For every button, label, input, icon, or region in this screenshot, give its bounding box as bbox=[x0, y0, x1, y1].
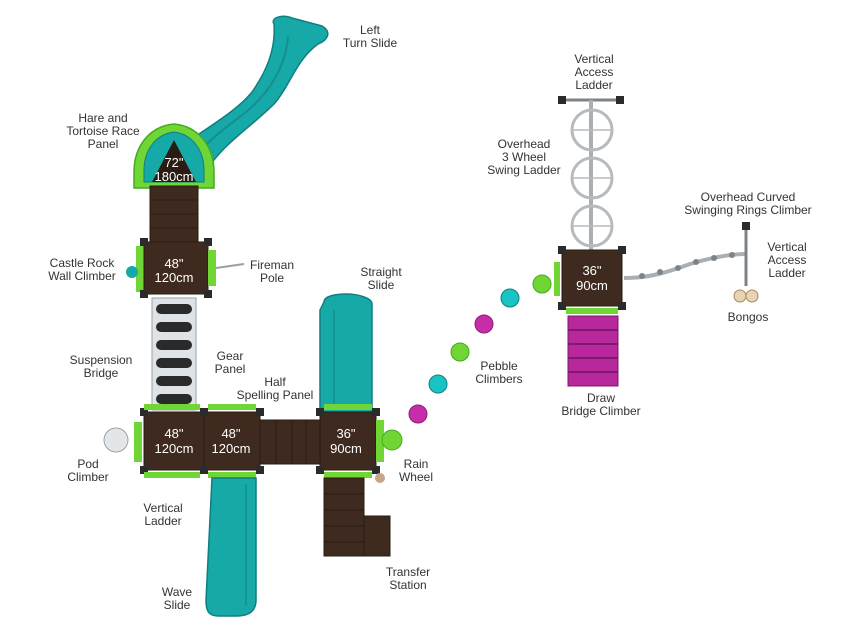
deck-height-labels: 72" 180cm 48" 120cm 48" 120cm 48" 120cm … bbox=[154, 155, 607, 456]
label-gear-panel-1: Gear bbox=[217, 349, 244, 363]
deck-6-in: 36" bbox=[582, 263, 601, 278]
label-vertical-access-right-1: Vertical bbox=[767, 240, 806, 254]
rain-wheel bbox=[375, 429, 403, 483]
label-transfer-station-1: Transfer bbox=[386, 565, 430, 579]
vertical-access-ladder-top bbox=[558, 96, 624, 250]
label-left-turn-slide-2: Turn Slide bbox=[343, 36, 398, 50]
deck-2-in: 48" bbox=[164, 256, 183, 271]
label-vertical-access-top-3: Ladder bbox=[575, 78, 612, 92]
label-wave-slide-1: Wave bbox=[162, 585, 193, 599]
pebble bbox=[408, 404, 428, 424]
castle-rock-wall-climber bbox=[126, 246, 144, 292]
label-hare-tortoise-2: Tortoise Race bbox=[66, 124, 140, 138]
label-hare-tortoise-1: Hare and bbox=[78, 111, 127, 125]
deck-4 bbox=[200, 404, 264, 478]
label-straight-slide-2: Slide bbox=[368, 278, 395, 292]
label-rain-wheel-1: Rain bbox=[404, 457, 429, 471]
deck-1-in: 72" bbox=[164, 155, 183, 170]
suspension-bridge bbox=[151, 297, 197, 411]
pebble-climbers bbox=[408, 274, 552, 424]
label-gear-panel-2: Panel bbox=[215, 362, 246, 376]
connector-stairs bbox=[149, 185, 199, 243]
deck-3-cm: 120cm bbox=[154, 441, 193, 456]
pebble bbox=[450, 342, 470, 362]
label-pod-climber-2: Climber bbox=[67, 470, 108, 484]
label-half-spelling-1: Half bbox=[264, 375, 286, 389]
deck-5-in: 36" bbox=[336, 426, 355, 441]
overhead-curved-rings bbox=[623, 252, 747, 280]
overhead-3-wheel-ladder bbox=[570, 108, 614, 248]
label-pebble-climbers-2: Climbers bbox=[475, 372, 522, 386]
transfer-station bbox=[323, 477, 391, 557]
pebble bbox=[500, 288, 520, 308]
pebble bbox=[428, 374, 448, 394]
label-suspension-bridge-1: Suspension bbox=[70, 353, 133, 367]
label-fireman-pole-1: Fireman bbox=[250, 258, 294, 272]
deck-6 bbox=[554, 246, 626, 314]
pod-climber bbox=[103, 422, 142, 462]
label-castle-rock-1: Castle Rock bbox=[50, 256, 116, 270]
label-suspension-bridge-2: Bridge bbox=[84, 366, 119, 380]
label-rain-wheel-2: Wheel bbox=[399, 470, 433, 484]
label-overhead-3-wheel-3: Swing Ladder bbox=[487, 163, 560, 177]
bongos bbox=[733, 289, 759, 303]
pebble bbox=[474, 314, 494, 334]
label-wave-slide-2: Slide bbox=[164, 598, 191, 612]
label-vertical-access-top-2: Access bbox=[575, 65, 614, 79]
vertical-access-ladder-right bbox=[742, 222, 750, 286]
label-straight-slide-1: Straight bbox=[360, 265, 402, 279]
deck-1-cm: 180cm bbox=[154, 169, 193, 184]
fireman-pole bbox=[215, 263, 245, 269]
deck-3-in: 48" bbox=[164, 426, 183, 441]
label-overhead-curved-2: Swinging Rings Climber bbox=[684, 203, 811, 217]
label-bongos: Bongos bbox=[728, 310, 769, 324]
label-hare-tortoise-3: Panel bbox=[88, 137, 119, 151]
label-vertical-ladder-2: Ladder bbox=[144, 514, 181, 528]
deck-3 bbox=[140, 404, 205, 478]
half-spelling-panel-walkway bbox=[259, 419, 321, 465]
deck-5-cm: 90cm bbox=[330, 441, 362, 456]
label-vertical-access-top-1: Vertical bbox=[574, 52, 613, 66]
label-castle-rock-2: Wall Climber bbox=[48, 269, 116, 283]
label-overhead-curved-1: Overhead Curved bbox=[701, 190, 796, 204]
label-fireman-pole-2: Pole bbox=[260, 271, 284, 285]
draw-bridge-climber bbox=[567, 315, 619, 387]
component-labels: Left Turn Slide Hare and Tortoise Race P… bbox=[48, 23, 811, 612]
label-draw-bridge-2: Bridge Climber bbox=[561, 404, 640, 418]
label-left-turn-slide-1: Left bbox=[360, 23, 381, 37]
deck-4-in: 48" bbox=[221, 426, 240, 441]
label-pod-climber-1: Pod bbox=[77, 457, 98, 471]
deck-2-cm: 120cm bbox=[154, 270, 193, 285]
label-half-spelling-2: Spelling Panel bbox=[237, 388, 314, 402]
deck-4-cm: 120cm bbox=[211, 441, 250, 456]
straight-slide bbox=[319, 293, 373, 413]
label-vertical-access-right-3: Ladder bbox=[768, 266, 805, 280]
deck-2 bbox=[140, 238, 216, 298]
pebble bbox=[532, 274, 552, 294]
deck-6-cm: 90cm bbox=[576, 278, 608, 293]
left-turn-slide bbox=[181, 15, 329, 184]
label-pebble-climbers-1: Pebble bbox=[480, 359, 518, 373]
deck-5 bbox=[316, 404, 384, 478]
label-overhead-3-wheel-2: 3 Wheel bbox=[502, 150, 546, 164]
wave-slide bbox=[205, 477, 257, 617]
label-vertical-access-right-2: Access bbox=[768, 253, 807, 267]
label-overhead-3-wheel-1: Overhead bbox=[498, 137, 551, 151]
label-transfer-station-2: Station bbox=[389, 578, 426, 592]
label-vertical-ladder-1: Vertical bbox=[143, 501, 182, 515]
label-draw-bridge-1: Draw bbox=[587, 391, 615, 405]
